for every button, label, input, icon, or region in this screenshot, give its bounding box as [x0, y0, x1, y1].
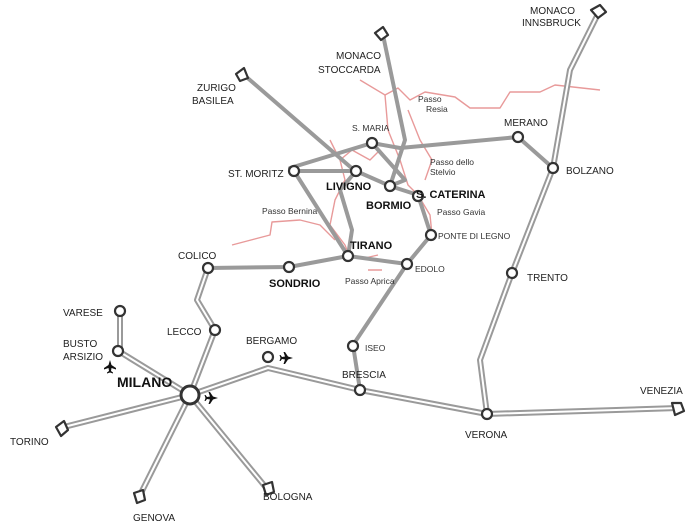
colico-node: [201, 261, 215, 275]
pass-resia-line2: Resia: [426, 104, 448, 114]
iseo-node: [346, 339, 360, 353]
edolo-node: [400, 257, 414, 271]
roads: [206, 33, 555, 392]
destination-arrows: [54, 3, 686, 505]
arrow-icon: [373, 25, 390, 42]
destination-monaco-innsbruck-line2: INNSBRUCK: [522, 18, 581, 29]
destination-monaco-innsbruck-line1: MONACO: [530, 6, 575, 17]
milano-node: [179, 384, 201, 406]
city-s-caterina: S. CATERINA: [416, 189, 486, 201]
city-nodes: [111, 130, 560, 421]
arrow-icon: [670, 401, 686, 417]
verona-node: [480, 407, 494, 421]
city-bolzano: BOLZANO: [566, 166, 614, 177]
city-busto-line2: ARSIZIO: [63, 352, 103, 363]
destination-monaco-stoccarda-line2: STOCCARDA: [318, 65, 381, 76]
lecco-node: [208, 323, 222, 337]
arrow-icon: [132, 488, 147, 505]
destination-torino: TORINO: [10, 437, 49, 448]
city-merano: MERANO: [504, 118, 548, 129]
national-border: [231, 79, 601, 271]
bolzano-node: [546, 161, 560, 175]
city-milano: MILANO: [117, 374, 172, 390]
pass-stelvio-line2: Stelvio: [430, 167, 456, 177]
merano-node: [511, 130, 525, 144]
city-edolo: EDOLO: [415, 264, 445, 274]
city-trento: TRENTO: [527, 273, 568, 284]
city-varese: VARESE: [63, 308, 103, 319]
brescia-node: [353, 383, 367, 397]
ponte-di-legno-node: [424, 228, 438, 242]
destination-bologna: BOLOGNA: [263, 492, 313, 503]
destination-genova: GENOVA: [133, 513, 175, 524]
city-brescia: BRESCIA: [342, 370, 386, 381]
varese-node: [113, 304, 127, 318]
arrow-icon: [54, 419, 70, 438]
city-tirano: TIRANO: [350, 240, 393, 252]
pass-stelvio-line1: Passo dello: [430, 157, 474, 167]
sondrio-node: [282, 260, 296, 274]
trento-node: [505, 266, 519, 280]
destination-zurigo-basilea-line1: ZURIGO: [197, 83, 236, 94]
airplane-icon: [279, 352, 293, 364]
city-verona: VERONA: [465, 430, 508, 441]
city-iseo: ISEO: [365, 343, 386, 353]
city-livigno: LIVIGNO: [326, 181, 372, 193]
city-st-moritz: ST. MORITZ: [228, 169, 284, 180]
city-lecco: LECCO: [167, 327, 202, 338]
city-bormio: BORMIO: [366, 200, 412, 212]
destination-monaco-stoccarda-line1: MONACO: [336, 51, 381, 62]
city-sondrio: SONDRIO: [269, 278, 321, 290]
s-caterina-node: [411, 189, 425, 203]
pass-bernina: Passo Bernina: [262, 206, 318, 216]
busto-node: [111, 344, 125, 358]
airplane-icon: [104, 360, 116, 374]
arrow-icon: [234, 66, 250, 83]
destination-venezia: VENEZIA: [640, 386, 683, 397]
pass-aprica: Passo Aprica: [345, 276, 395, 286]
s-maria-node: [365, 136, 379, 150]
bormio-node: [383, 179, 397, 193]
city-s-maria: S. MARIA: [352, 123, 390, 133]
bergamo-node: [261, 350, 275, 364]
livigno-node: [349, 164, 363, 178]
airplane-icon: [204, 392, 218, 404]
airports: [104, 352, 293, 404]
labels: MONACO INNSBRUCK MONACO STOCCARDA ZURIGO…: [10, 6, 683, 524]
city-busto-line1: BUSTO: [63, 339, 97, 350]
city-bergamo: BERGAMO: [246, 336, 297, 347]
city-ponte-di-legno: PONTE DI LEGNO: [438, 231, 511, 241]
st-moritz-node: [287, 164, 301, 178]
arrow-icon: [261, 480, 276, 497]
pass-gavia: Passo Gavia: [437, 207, 485, 217]
destination-zurigo-basilea-line2: BASILEA: [192, 96, 234, 107]
pass-resia-line1: Passo: [418, 94, 442, 104]
arrow-icon: [589, 3, 608, 20]
tirano-node: [341, 249, 355, 263]
city-colico: COLICO: [178, 251, 217, 262]
